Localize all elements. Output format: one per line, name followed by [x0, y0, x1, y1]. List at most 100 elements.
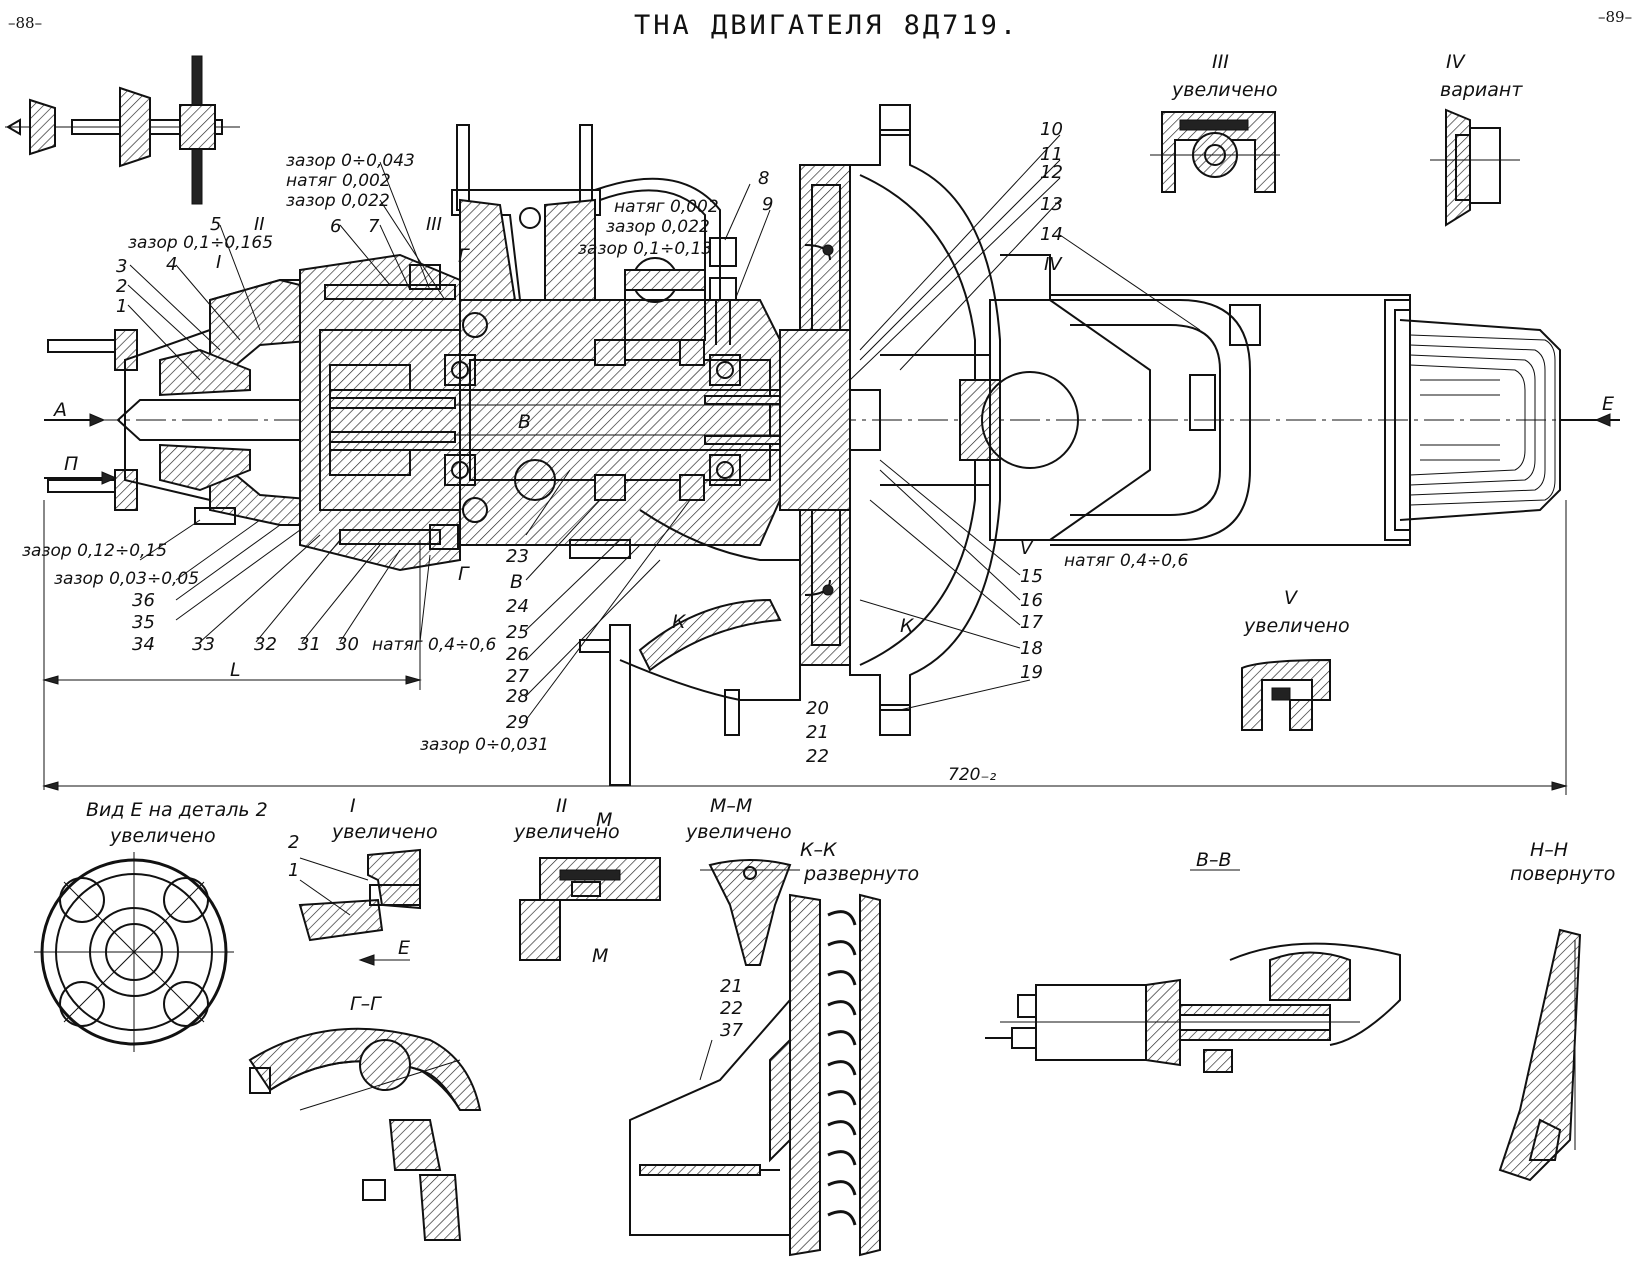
svg-text:I: I	[350, 795, 356, 817]
page-number-right: –89–	[1598, 8, 1632, 26]
callout-18: 18	[1020, 638, 1043, 659]
callout-3: 3	[116, 256, 127, 277]
svg-text:увеличено: увеличено	[1243, 615, 1350, 637]
main-view-labels: А П Е В В Г Г К К I II III IV V	[22, 119, 1614, 795]
note-interference-04-06-left: натяг 0,4÷0,6	[372, 635, 496, 655]
callout-10: 10	[1040, 119, 1063, 140]
section-k-k: К–К развернуто 21 22 37	[629, 839, 919, 1257]
note-gap-003-005: зазор 0,03÷0,05	[54, 569, 199, 589]
dim-l-label: L	[230, 659, 241, 681]
svg-text:К–К: К–К	[800, 839, 838, 861]
note-gap-0-0031: зазор 0÷0,031	[420, 735, 549, 755]
section-g-g: Г–Г	[248, 993, 482, 1241]
callout-24: 24	[506, 596, 529, 617]
svg-text:В–В: В–В	[1196, 849, 1232, 871]
note-interference-04-06-right: натяг 0,4÷0,6	[1064, 551, 1188, 571]
section-v-label: В	[518, 411, 531, 433]
callout-6: 6	[330, 216, 341, 237]
svg-text:повернуто: повернуто	[1510, 863, 1615, 885]
svg-text:развернуто: развернуто	[803, 863, 919, 885]
turbine-blade-row	[827, 910, 857, 1226]
callout-36: 36	[132, 590, 155, 611]
page-title: ТНА ДВИГАТЕЛЯ 8Д719.	[634, 10, 1019, 41]
svg-text:2: 2	[288, 832, 299, 853]
arrow-p-label: П	[64, 453, 78, 475]
section-g-top-label: Г	[458, 245, 470, 267]
svg-text:М: М	[596, 809, 612, 831]
callout-8: 8	[758, 168, 769, 189]
callout-1: 1	[116, 296, 127, 317]
arrow-a-label: А	[52, 399, 67, 421]
svg-text:II: II	[556, 795, 568, 817]
callout-25: 25	[506, 622, 529, 643]
svg-text:21: 21	[720, 976, 743, 997]
note-interference-0002-top: натяг 0,002	[286, 171, 391, 191]
svg-text:1: 1	[288, 860, 299, 881]
section-v-bottom-label: В	[510, 571, 523, 593]
callout-16: 16	[1020, 590, 1043, 611]
view-e-detail: Вид Е на деталь 2 увеличено	[34, 799, 268, 1052]
callout-roman-5: V	[1020, 538, 1034, 559]
svg-text:22: 22	[720, 998, 743, 1019]
callout-20: 20	[806, 698, 829, 719]
callout-9: 9	[762, 194, 773, 215]
svg-text:V: V	[1284, 587, 1299, 609]
callout-17: 17	[1020, 612, 1043, 633]
svg-text:вариант: вариант	[1440, 79, 1523, 101]
callout-19: 19	[1020, 662, 1043, 683]
callout-4: 4	[166, 254, 177, 275]
section-g-bottom-label: Г	[458, 563, 470, 585]
svg-text:увеличено: увеличено	[331, 821, 438, 843]
callout-2: 2	[116, 276, 127, 297]
callout-21: 21	[806, 722, 829, 743]
callout-23: 23	[506, 546, 529, 567]
note-gap-0-0043: зазор 0÷0,043	[286, 151, 415, 171]
section-v-v: В–В	[985, 849, 1401, 1073]
note-interference-0002-mid: натяг 0,002	[614, 197, 719, 217]
svg-text:увеличено: увеличено	[513, 821, 620, 843]
section-k-left-label: К	[672, 611, 687, 633]
callout-12: 12	[1040, 162, 1063, 183]
assembly-thumbnail	[5, 55, 240, 205]
detail-ii: II увеличено М М	[513, 795, 661, 967]
callout-13: 13	[1040, 194, 1063, 215]
page-number-left: –88–	[8, 14, 42, 32]
svg-text:увеличено: увеличено	[1171, 79, 1278, 101]
svg-text:М: М	[592, 945, 608, 967]
note-gap-0022-mid: зазор 0,022	[606, 217, 710, 237]
callout-31: 31	[298, 634, 321, 655]
svg-text:Н–Н: Н–Н	[1530, 839, 1568, 861]
note-gap-0022-top: зазор 0,022	[286, 191, 390, 211]
svg-text:IV: IV	[1446, 51, 1467, 73]
svg-text:Е: Е	[398, 937, 410, 959]
svg-text:37: 37	[720, 1020, 743, 1041]
callout-33: 33	[192, 634, 215, 655]
note-gap-01-0165: зазор 0,1÷0,165	[128, 233, 273, 253]
dim-total-label: 720₋₂	[948, 765, 996, 785]
callout-30: 30	[336, 634, 359, 655]
detail-iii: III увеличено	[1150, 51, 1280, 193]
callout-14: 14	[1040, 224, 1063, 245]
callout-27: 27	[506, 666, 529, 687]
arrow-e-label: Е	[1602, 393, 1614, 415]
heat-exchanger-coils	[1384, 299, 1556, 541]
callout-5: 5	[210, 214, 221, 235]
svg-text:III: III	[1212, 51, 1229, 73]
note-gap-01-013: зазор 0,1÷0,13	[578, 239, 712, 259]
svg-text:увеличено: увеличено	[109, 825, 216, 847]
callout-7: 7	[368, 216, 380, 237]
note-gap-012-015: зазор 0,12÷0,15	[22, 541, 167, 561]
detail-i: I увеличено 2 1 Е	[288, 795, 438, 966]
callout-roman-3: III	[426, 214, 442, 235]
callout-35: 35	[132, 612, 155, 633]
callout-32: 32	[254, 634, 277, 655]
svg-text:Вид Е на деталь 2: Вид Е на деталь 2	[86, 799, 268, 821]
section-k-right-label: К	[900, 615, 915, 637]
main-section-view	[44, 104, 1620, 786]
callout-28: 28	[506, 686, 529, 707]
svg-text:увеличено: увеличено	[685, 821, 792, 843]
callout-29: 29	[506, 712, 529, 733]
detail-m-m: М–М увеличено	[685, 795, 800, 966]
callout-roman-4: IV	[1044, 254, 1063, 275]
